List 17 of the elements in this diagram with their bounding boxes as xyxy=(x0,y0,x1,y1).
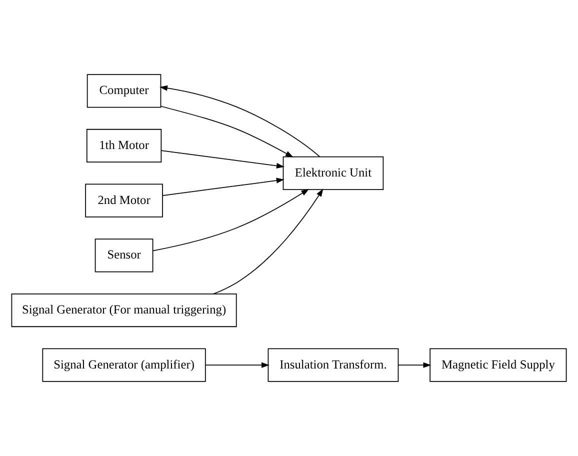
node-box: 2nd Motor xyxy=(85,184,163,218)
node-box: Computer xyxy=(86,74,162,108)
node-box: Elektronic Unit xyxy=(282,156,384,190)
arrow xyxy=(205,362,270,368)
arrow xyxy=(152,188,310,252)
arrow xyxy=(160,85,320,158)
arrow xyxy=(160,150,284,169)
node-box: Sensor xyxy=(94,238,154,272)
arrow xyxy=(162,178,284,196)
node-box: Magnetic Field Supply xyxy=(430,348,567,382)
arrow xyxy=(398,362,432,368)
arrow xyxy=(160,106,294,158)
node-box: Signal Generator (amplifier) xyxy=(42,348,206,382)
node-box: Signal Generator (For manual triggering) xyxy=(11,293,237,328)
arrow xyxy=(213,188,324,294)
node-box: Insulation Transform. xyxy=(268,348,399,382)
node-box: 1th Motor xyxy=(86,128,162,163)
